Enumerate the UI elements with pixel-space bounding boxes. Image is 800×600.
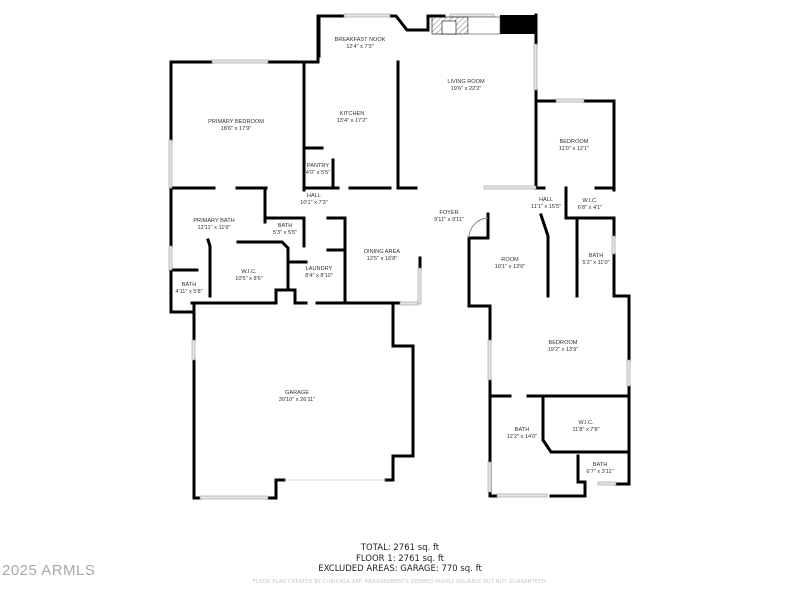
- room-label-wic-1: W.I.C.6'8" x 4'1": [578, 198, 602, 212]
- walls: [169, 13, 631, 500]
- room-name: FOYER: [439, 210, 459, 216]
- room-label-wic-2: W.I.C.10'5" x 8'6": [235, 269, 263, 283]
- room-dimensions: 18'6" x 17'9": [220, 126, 252, 132]
- room-name: DINING AREA: [363, 249, 401, 255]
- room-name: PRIMARY BEDROOM: [208, 119, 264, 125]
- room-label-wic-3: W.I.C.11'8" x 7'8": [572, 420, 599, 434]
- room-name: W.I.C.: [582, 198, 598, 204]
- room-dimensions: 10'1" x 13'6": [494, 264, 526, 270]
- room-dimensions: 10'1" x 7'3": [300, 200, 328, 206]
- room-dimensions: 6'8" x 4'1": [577, 205, 603, 211]
- room-dimensions: 9'11" x 9'11": [434, 217, 464, 223]
- room-name: BATH: [514, 427, 530, 433]
- room-name: HALL: [538, 197, 553, 203]
- room-name: KITCHEN: [339, 111, 365, 117]
- room-name: BATH: [277, 223, 293, 229]
- room-dimensions: 12'5" x 16'8": [366, 256, 398, 262]
- room-name: BEDROOM: [559, 139, 589, 145]
- room-dimensions: 6'7" x 3'11": [586, 469, 614, 475]
- windows: [168, 13, 631, 500]
- room-name: GARAGE: [285, 390, 309, 396]
- room-dimensions: 11'1" x 15'5": [530, 204, 562, 210]
- room-name: ROOM: [501, 257, 519, 263]
- room-dimensions: 4'0" x 5'5": [305, 170, 331, 176]
- room-dimensions: 8'4" x 8'10": [305, 273, 333, 279]
- room-name: BATH: [181, 282, 197, 288]
- room-name: BREAKFAST NOOK: [334, 37, 386, 43]
- room-dimensions: 11'8" x 7'8": [572, 427, 600, 433]
- total-area: TOTAL: 2761 sq. ft: [360, 543, 440, 553]
- room-name: PANTRY: [306, 163, 330, 169]
- room-dimensions: 19'6" x 22'2": [450, 86, 482, 92]
- room-name: LAUNDRY: [305, 266, 333, 272]
- room-name: HALL: [306, 193, 321, 199]
- room-dimensions: 5'3" x 5'5": [272, 230, 298, 236]
- room-dimensions: 13'4" x 17'2": [336, 118, 368, 124]
- room-name: LIVING ROOM: [447, 79, 485, 85]
- floor1-area: FLOOR 1: 2761 sq. ft: [355, 553, 445, 564]
- disclaimer: FLOOR PLAN CREATED BY CUBICASA APP. MEAS…: [252, 579, 548, 585]
- fireplace: [431, 16, 501, 35]
- area-summary: TOTAL: 2761 sq. ft FLOOR 1: 2761 sq. ft …: [0, 543, 800, 575]
- excluded-area: EXCLUDED AREAS: GARAGE: 770 sq. ft: [318, 564, 482, 574]
- entry-door-arc: [468, 217, 489, 239]
- room-name: BATH: [588, 253, 604, 259]
- room-dimensions: 30'10" x 26'11": [278, 397, 316, 403]
- room-dimensions: 12'4" x 7'3": [346, 44, 374, 50]
- room-dimensions: 12'2" x 14'0": [506, 434, 538, 440]
- room-name: W.I.C.: [241, 269, 257, 275]
- room-dimensions: 10'5" x 8'6": [235, 276, 263, 282]
- room-dimensions: 19'2" x 13'9": [547, 347, 579, 353]
- room-name: W.I.C.: [578, 420, 594, 426]
- room-dimensions: 4'11" x 5'8": [175, 289, 203, 295]
- watermark: 2025 ARMLS: [2, 562, 96, 579]
- room-dimensions: 11'0" x 12'1": [558, 146, 590, 152]
- room-dimensions: 12'11" x 11'6": [197, 225, 231, 231]
- room-name: BEDROOM: [548, 340, 578, 346]
- room-dimensions: 5'2" x 11'0": [582, 260, 610, 266]
- room-name: PRIMARY BATH: [193, 218, 235, 224]
- room-name: BATH: [592, 462, 608, 468]
